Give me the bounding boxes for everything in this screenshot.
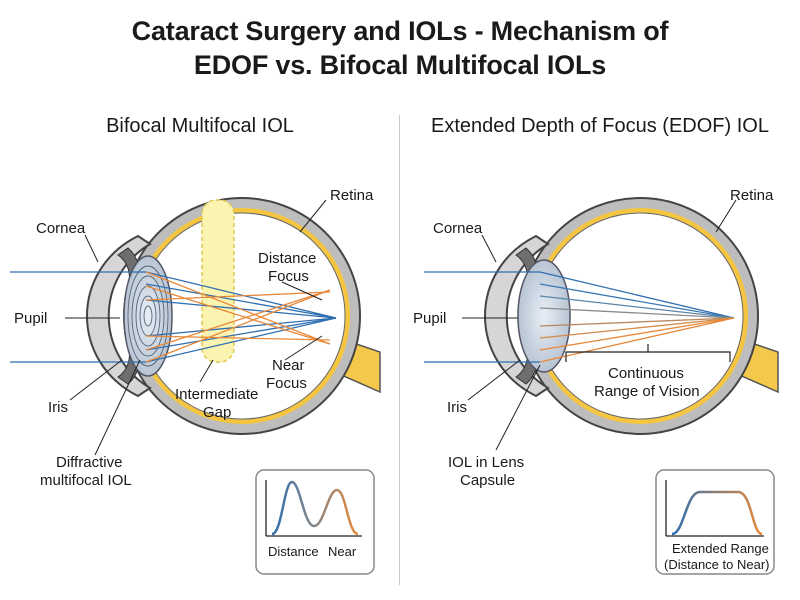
near-focus-label-2: Focus [266,375,307,392]
intermediate-gap-label-2: Gap [203,404,231,421]
bifocal-panel-heading: Bifocal Multifocal IOL [106,115,294,137]
intermediate-gap-label-1: Intermediate [175,386,258,403]
cornea [484,234,550,398]
pupil-label: Pupil [14,310,47,327]
bifocal-rays [10,271,337,363]
iol-label-2: multifocal IOL [40,472,132,489]
edof-panel-heading: Extended Depth of Focus (EDOF) IOL [431,115,769,137]
continuous-range-bracket [565,344,731,362]
iol-label-2: Capsule [460,472,515,489]
graph-extended-range-label: Extended Range [672,541,769,556]
plateau-curve [671,490,763,536]
title-line-1: Cataract Surgery and IOLs - Mechanism of [131,16,669,46]
graph-distance-label: Distance [268,544,319,559]
graph-near-label: Near [328,544,357,559]
edof-iol [517,259,571,373]
iris-label: Iris [447,399,467,416]
edof-eye: Cornea Pupil Iris Retina Continuous Rang… [413,187,779,489]
iris-label: Iris [48,399,68,416]
cornea [86,234,152,398]
retina-label: Retina [330,187,374,204]
cornea-label: Cornea [433,220,483,237]
bifocal-eye: Cornea Pupil Iris Retina Distance Focus … [10,187,381,489]
title-line-2: EDOF vs. Bifocal Multifocal IOLs [193,50,607,80]
distance-focus-label-1: Distance [258,250,316,267]
cornea-label: Cornea [36,220,86,237]
near-focus-label-1: Near [272,357,305,374]
iol-label-1: Diffractive [56,454,122,471]
bimodal-curve [271,480,359,536]
continuous-range-label-1: Continuous [608,365,684,382]
graph-distance-to-near-label: (Distance to Near) [664,557,769,572]
panel-divider [399,115,400,585]
pupil-label: Pupil [413,310,446,327]
intermediate-gap-zone [201,199,235,363]
bifocal-focus-graph: Distance Near [255,469,375,575]
edof-rays [424,271,735,363]
continuous-range-label-2: Range of Vision [594,383,700,400]
page-title: Cataract Surgery and IOLs - Mechanism of… [0,14,800,82]
retina-label: Retina [730,187,774,204]
distance-focus-label-2: Focus [268,268,309,285]
edof-focus-graph: Extended Range (Distance to Near) [655,469,775,575]
iol-label-1: IOL in Lens [448,454,524,471]
